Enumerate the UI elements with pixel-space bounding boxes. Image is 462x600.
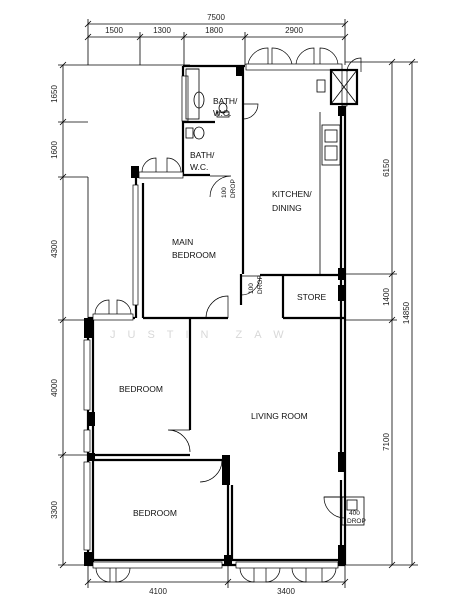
- watermark: JUSTIN ZAW: [110, 329, 296, 341]
- dim-left-4: 4000: [50, 379, 59, 397]
- bath1-label-line2: W.C.: [213, 108, 231, 118]
- drop2-num: 100: [248, 283, 255, 294]
- dimension-lines: [58, 19, 418, 588]
- main-bedroom-label-line1: MAIN: [172, 237, 193, 247]
- dim-right-1: 6150: [382, 159, 391, 177]
- basin-icon: [193, 91, 205, 109]
- store-label: STORE: [297, 292, 326, 302]
- drop3-word: DROP: [347, 518, 366, 525]
- doors: [167, 103, 346, 519]
- dim-right-2: 1400: [382, 288, 391, 306]
- bedroom-2-label: BEDROOM: [133, 508, 177, 518]
- dim-left-5: 3300: [50, 501, 59, 519]
- drop2-word: DROP: [257, 275, 264, 294]
- windows: [83, 63, 348, 569]
- bath2-label-line2: W.C.: [190, 162, 208, 172]
- dim-right-total: 14850: [402, 301, 411, 324]
- structural-columns: [84, 66, 346, 566]
- living-room-label: LIVING ROOM: [251, 411, 308, 421]
- dim-top-total: 7500: [207, 13, 225, 22]
- fixtures: [185, 68, 365, 526]
- dim-bottom-1: 4100: [149, 587, 167, 596]
- toilet-icon: [218, 102, 228, 114]
- bath1-label-line1: BATH/: [213, 96, 238, 106]
- kitchen-label-line1: KITCHEN/: [272, 189, 312, 199]
- bedroom-1-label: BEDROOM: [119, 384, 163, 394]
- dim-top-2: 1300: [153, 26, 171, 35]
- drop1-word: DROP: [230, 179, 237, 198]
- dim-top-3: 1800: [205, 26, 223, 35]
- dim-right-3: 7100: [382, 433, 391, 451]
- drop1-num: 100: [221, 187, 228, 198]
- toilet-icon: [193, 126, 205, 140]
- service-shaft: [329, 68, 359, 106]
- sink-icon: [321, 124, 341, 166]
- bath2-label-line1: BATH/: [190, 150, 215, 160]
- dim-left-1: 1650: [50, 85, 59, 103]
- dim-top-1: 1500: [105, 26, 123, 35]
- kitchen-label-line2: DINING: [272, 203, 302, 213]
- dim-top-4: 2900: [285, 26, 303, 35]
- drop3-num: 400: [349, 510, 360, 517]
- main-bedroom-label-line2: BEDROOM: [172, 250, 216, 260]
- window-swings: [94, 47, 362, 583]
- dim-left-2: 1600: [50, 141, 59, 159]
- dim-left-3: 4300: [50, 240, 59, 258]
- dim-bottom-2: 3400: [277, 587, 295, 596]
